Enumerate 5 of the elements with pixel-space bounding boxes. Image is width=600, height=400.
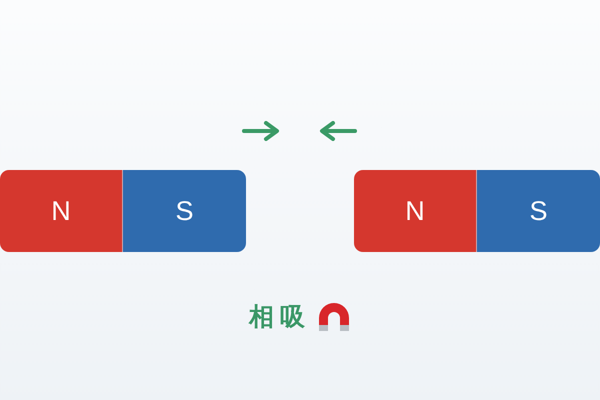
south-pole: S: [477, 170, 600, 252]
south-pole: S: [123, 170, 246, 252]
north-pole: N: [354, 170, 477, 252]
caption-text: 相吸: [249, 301, 311, 333]
north-pole: N: [0, 170, 123, 252]
